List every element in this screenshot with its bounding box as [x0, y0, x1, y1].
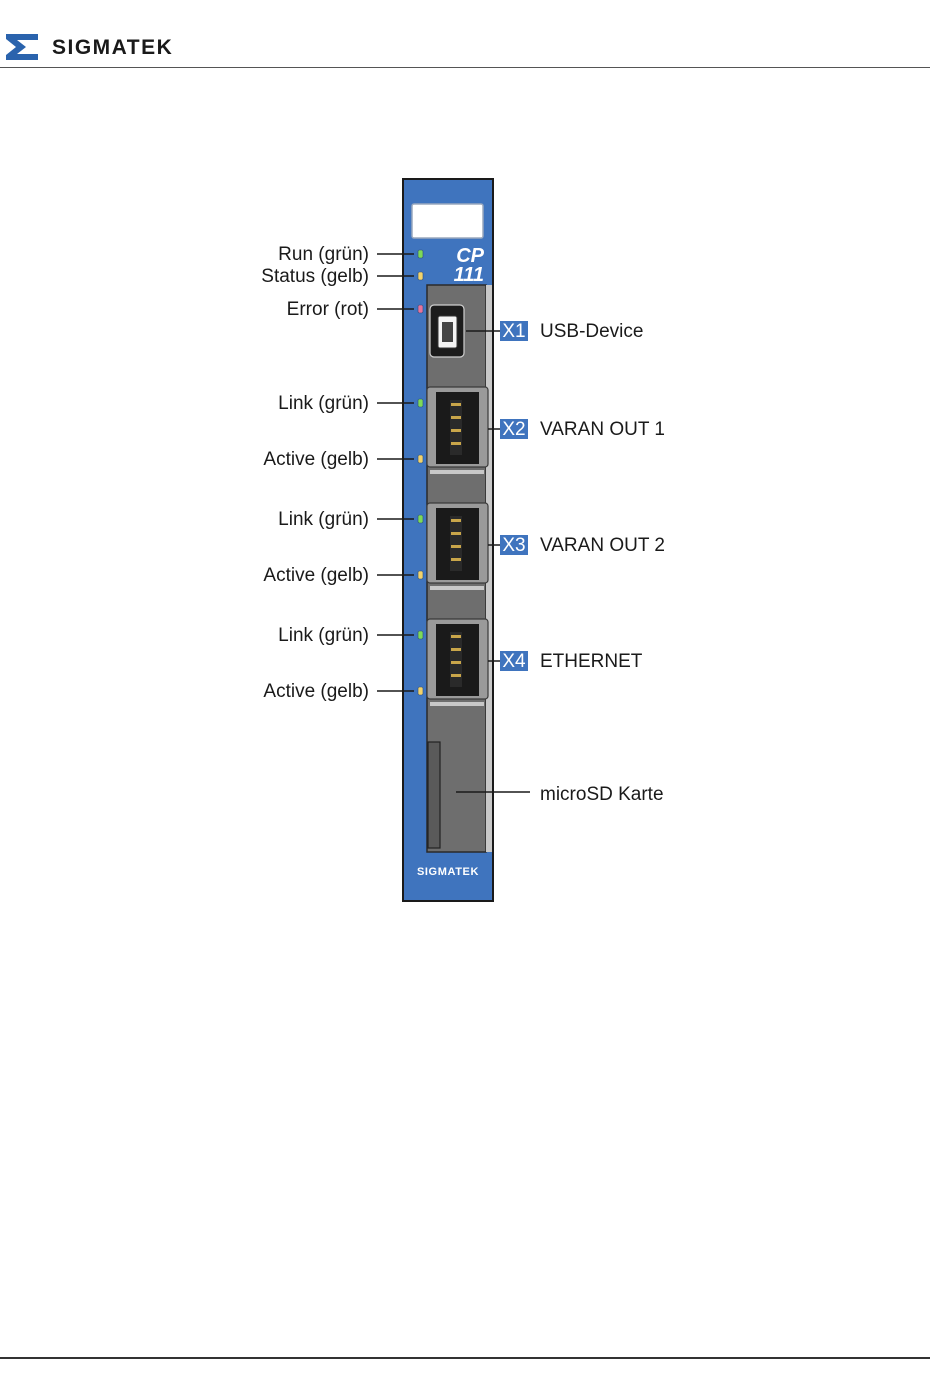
led-label: Link (grün): [278, 509, 369, 530]
led-indicator: [418, 631, 423, 639]
label-window: [412, 204, 483, 238]
microsd-slot: [428, 742, 440, 848]
connector-label: ETHERNET: [540, 651, 643, 672]
connector-id: X1: [502, 321, 525, 342]
led-label: Active (gelb): [263, 565, 369, 586]
led-indicator: [418, 687, 423, 695]
microsd-label: microSD Karte: [540, 784, 664, 805]
led-indicator: [418, 250, 423, 258]
led-indicator: [418, 305, 423, 313]
usb-device-port: [430, 305, 464, 357]
led-label: Status (gelb): [261, 266, 369, 287]
led-indicator: [418, 399, 423, 407]
ethernet-socket: [427, 619, 488, 706]
connector-id: X3: [502, 535, 525, 556]
led-label: Active (gelb): [263, 681, 369, 702]
connector-label: VARAN OUT 1: [540, 419, 665, 440]
led-indicator: [418, 515, 423, 523]
model-line-2: 111: [454, 264, 484, 286]
connector-label: USB-Device: [540, 321, 643, 342]
footer-divider: [0, 1357, 930, 1359]
led-indicator: [418, 272, 423, 280]
led-indicator: [418, 455, 423, 463]
connector-label: VARAN OUT 2: [540, 535, 665, 556]
module-diagram: CP 111 SIGMATEK Run (grün)St: [0, 0, 950, 1000]
led-label: Link (grün): [278, 393, 369, 414]
led-label: Active (gelb): [263, 449, 369, 470]
varan-out-2-socket: [427, 503, 488, 590]
led-indicator: [418, 571, 423, 579]
led-label: Run (grün): [278, 244, 369, 265]
connector-id: X4: [502, 651, 526, 672]
connector-id: X2: [502, 419, 525, 440]
module-footer-brand: SIGMATEK: [417, 866, 479, 878]
varan-out-1-socket: [427, 387, 488, 474]
led-label: Link (grün): [278, 625, 369, 646]
led-label: Error (rot): [287, 299, 369, 320]
